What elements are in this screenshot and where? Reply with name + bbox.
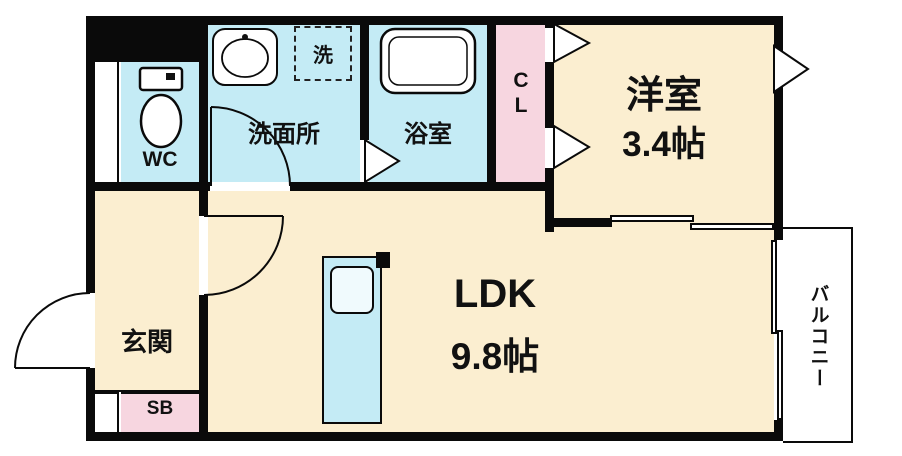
- wall: [545, 16, 554, 28]
- closet-folding-door-icon: [553, 124, 591, 170]
- washroom-door-arc: [210, 106, 291, 187]
- wall: [545, 218, 612, 227]
- balcony-window-panel: [777, 330, 783, 420]
- wall-line: [95, 390, 199, 392]
- wall: [86, 432, 783, 441]
- casement-window-icon: [773, 44, 810, 94]
- western-room: [554, 25, 774, 218]
- shoe-box-label: SB: [146, 398, 174, 419]
- kitchen-wall-stub: [376, 252, 390, 268]
- western-room-size: 3.4帖: [622, 125, 706, 164]
- wall: [774, 420, 783, 441]
- wall: [199, 295, 208, 432]
- ldk-room: [208, 191, 774, 432]
- wall: [545, 62, 554, 128]
- entrance-door-arc: [14, 292, 91, 369]
- wall: [290, 182, 554, 191]
- wall: [86, 16, 783, 25]
- laundry-label: 洗: [313, 45, 333, 67]
- closet-folding-door-icon: [553, 22, 592, 64]
- washroom-label: 洗面所: [248, 121, 320, 148]
- bathroom-folding-door-icon: [364, 138, 401, 184]
- wall: [199, 191, 208, 216]
- entrance-room: [95, 191, 199, 390]
- balcony-window-panel: [771, 240, 777, 334]
- sliding-door-panel: [610, 215, 694, 222]
- wall: [360, 16, 369, 140]
- ldk-label: LDK: [453, 272, 537, 316]
- entrance-label: 玄関: [120, 327, 173, 357]
- wall: [487, 16, 496, 191]
- wc-label: WC: [142, 148, 178, 171]
- sink-icon: [212, 28, 278, 86]
- sliding-door-panel: [690, 223, 774, 230]
- bathtub-icon: [379, 27, 477, 95]
- wall: [545, 168, 554, 232]
- wall: [199, 62, 208, 191]
- wall: [774, 16, 783, 240]
- wall: [86, 368, 95, 441]
- closet-room: [496, 25, 545, 182]
- pipe-space-bottom: [95, 392, 119, 432]
- pipe-space-top: [95, 62, 119, 182]
- wall-block: [86, 16, 208, 62]
- balcony-label: バルコニー: [807, 283, 829, 389]
- wall: [86, 182, 210, 191]
- kitchen-sink: [330, 266, 374, 314]
- ldk-size: 9.8帖: [450, 336, 540, 377]
- western-room-label: 洋室: [625, 75, 702, 117]
- ldk-door-arc: [203, 215, 284, 296]
- bathroom-label: 浴室: [404, 121, 452, 148]
- shoe-box: [121, 392, 199, 432]
- laundry-pan: 洗: [294, 26, 352, 81]
- balcony: [783, 227, 853, 443]
- toilet-icon: [138, 66, 184, 149]
- closet-label: CL: [509, 69, 533, 119]
- wall: [86, 16, 95, 293]
